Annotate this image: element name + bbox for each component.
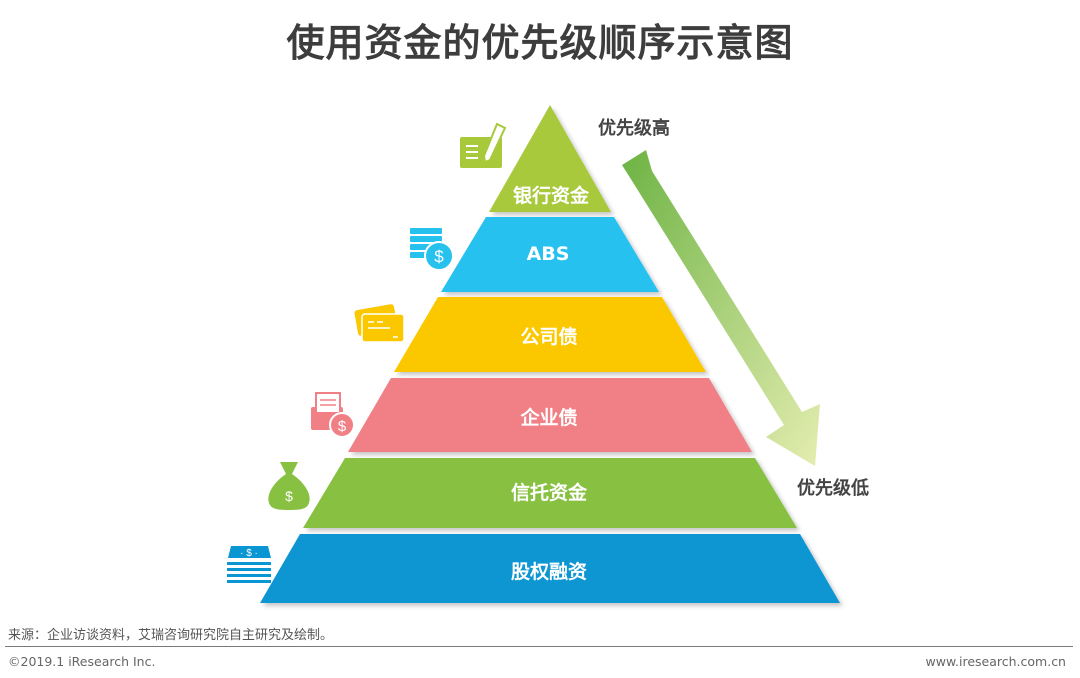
tier-5-shape <box>303 458 797 528</box>
copyright-text: ©2019.1 iResearch Inc. <box>8 654 156 669</box>
priority-arrow <box>622 150 820 466</box>
priority-low-label: 优先级低 <box>797 478 869 499</box>
priority-high-label: 优先级高 <box>598 118 670 139</box>
page-title: 使用资金的优先级顺序示意图 <box>286 21 794 65</box>
check-pen-icon <box>460 122 507 168</box>
tier-label-enterprise-bonds: 企业债 <box>520 407 578 429</box>
money-bag-icon: $ <box>268 462 310 510</box>
tier-2-shape <box>441 217 659 292</box>
footer-divider <box>5 646 1073 647</box>
tier-3-shape <box>394 297 706 372</box>
tier-label-equity-financing: 股权融资 <box>510 561 587 583</box>
svg-text:$: $ <box>285 488 293 504</box>
cash-stack-icon: · $ · <box>227 546 271 583</box>
tier-label-trust-funds: 信托资金 <box>510 482 587 504</box>
coin-stack-dollar-icon: $ <box>410 228 454 271</box>
svg-text:· $ ·: · $ · <box>240 548 258 559</box>
credit-cards-icon <box>354 304 405 343</box>
svg-text:$: $ <box>434 247 444 266</box>
tier-4-shape <box>348 378 752 452</box>
tier-label-abs: ABS <box>526 243 570 265</box>
website-link: www.iresearch.com.cn <box>925 654 1067 669</box>
svg-text:$: $ <box>338 418 347 435</box>
tier-label-bank-funds: 银行资金 <box>512 185 589 207</box>
document-folder-dollar-icon: $ <box>311 392 355 438</box>
source-note: 来源：企业访谈资料，艾瑞咨询研究院自主研究及绘制。 <box>8 628 334 643</box>
tier-label-corporate-bonds: 公司债 <box>520 326 578 348</box>
tier-1-shape <box>489 105 611 212</box>
tier-6-shape <box>260 534 840 603</box>
